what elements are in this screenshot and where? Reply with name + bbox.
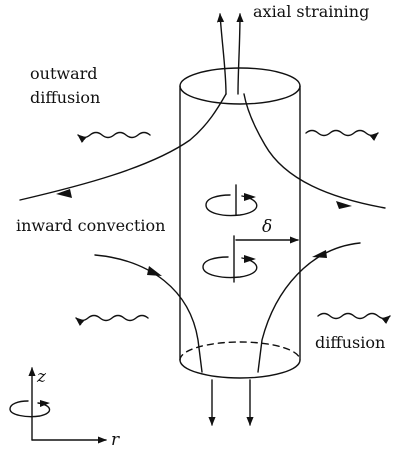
cylinder-bottom-front [179,359,301,379]
diffusion-upper-right [305,129,379,141]
convection-lower-right [257,242,361,373]
coordinate-axes [9,367,107,444]
axis-rotation-icon [9,400,51,418]
convection-lower-left [94,254,203,373]
axial-outflow-right [236,13,244,95]
vortex-cylinder [179,67,301,379]
label-outward-line1: outward [30,64,98,83]
diffusion-upper-left [77,131,151,143]
label-axis-z: z [36,367,47,387]
rotation-symbols [202,184,299,283]
diffusion-lower-left [75,314,149,326]
cylinder-top-ellipse [179,67,301,105]
label-inward-convection: inward convection [16,216,165,235]
axial-outflow-left [216,13,227,95]
axial-straining-streamlines [208,13,254,426]
convection-upper-right-arrowhead [336,201,352,209]
diffusion-arrows [75,129,391,326]
rotation-upper [205,184,258,217]
label-axis-r: r [111,430,120,450]
label-delta: δ [262,217,272,237]
label-axial-straining: axial straining [253,2,369,21]
diffusion-lower-right [317,312,391,324]
label-outward-line2: diffusion [30,88,100,107]
rotation-lower [202,235,258,283]
convection-upper-left-arrowhead [56,189,72,198]
label-diffusion: diffusion [315,333,385,352]
convection-lower-right-arrowhead [312,250,327,258]
cylinder-bottom-back [179,341,301,361]
convection-lower-left-arrowhead [147,266,162,276]
inward-convection-streamlines [19,93,386,373]
convection-upper-left [19,93,227,201]
convection-upper-right [243,93,386,209]
